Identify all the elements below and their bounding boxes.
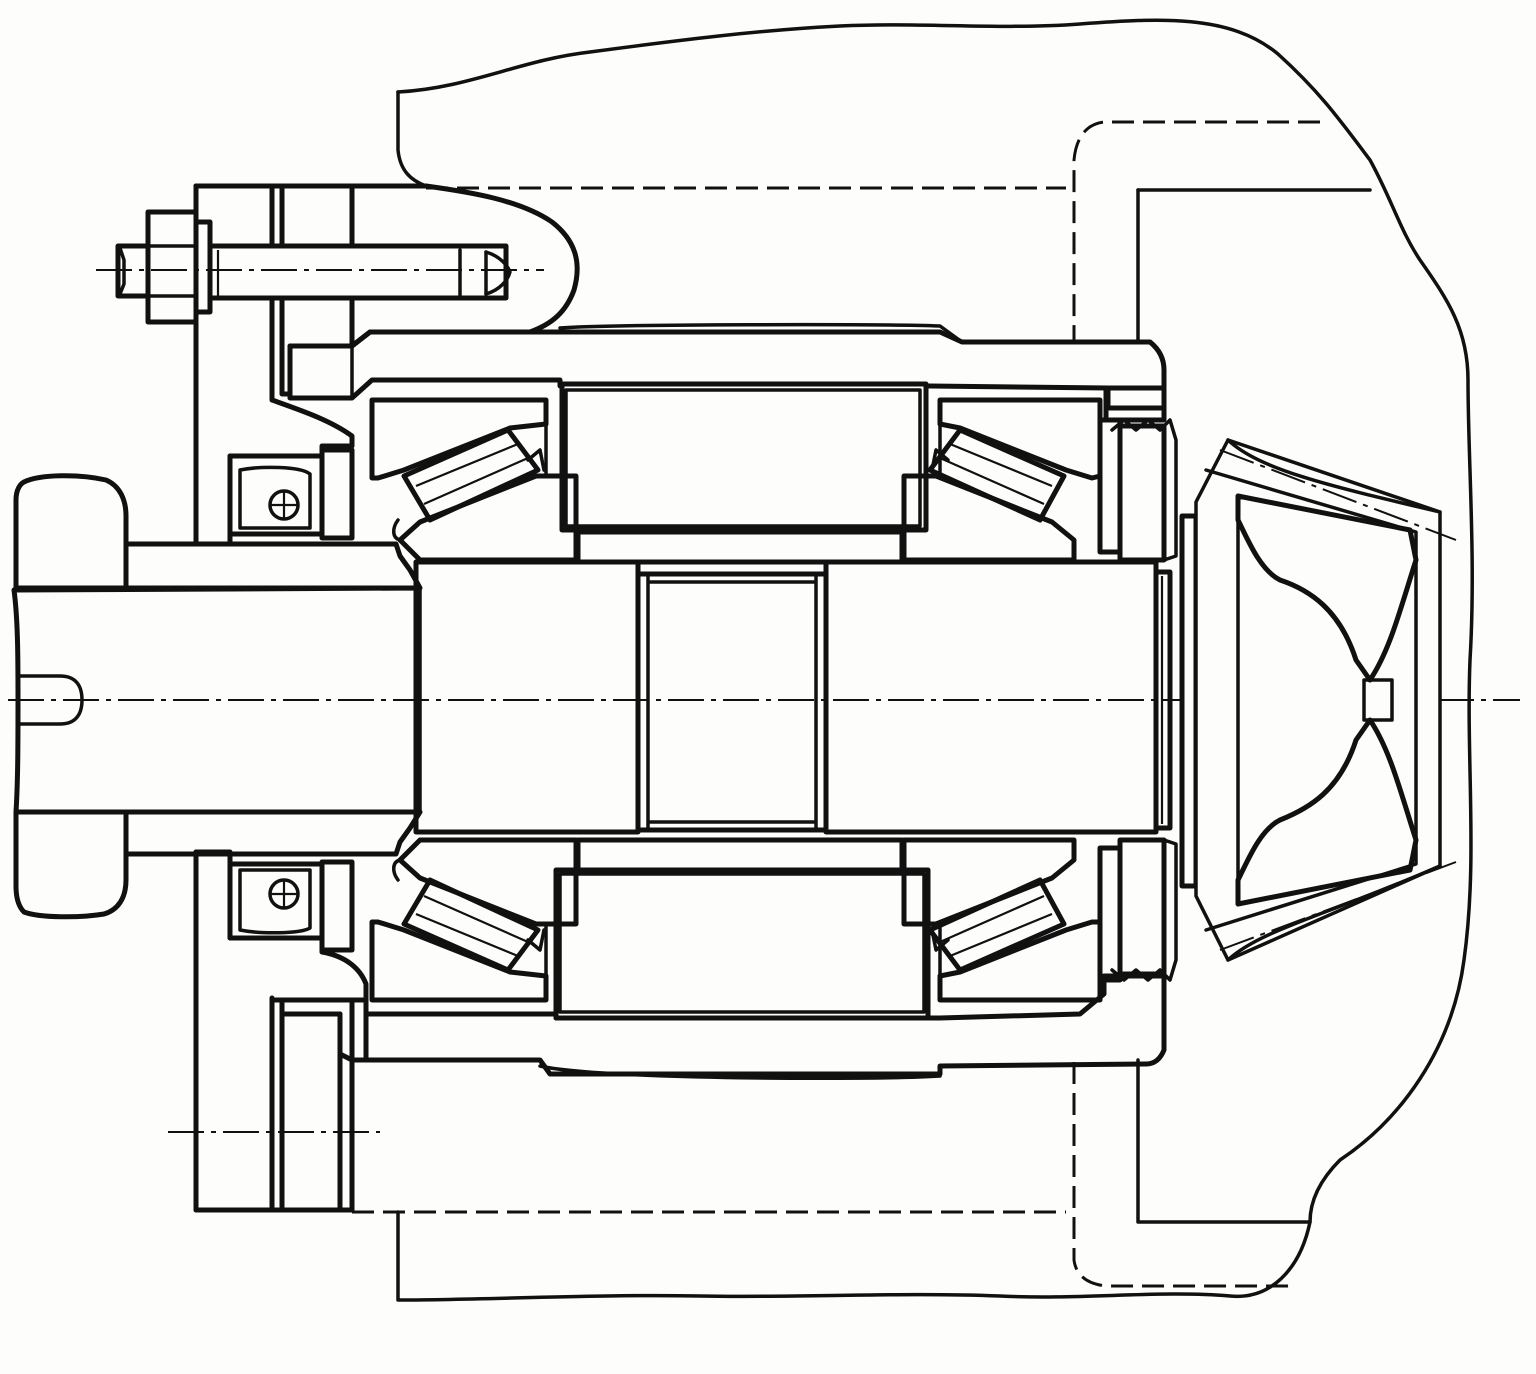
- bolt-and-nut: [96, 209, 544, 325]
- shaft: [8, 559, 1520, 835]
- lower-stud: [168, 1011, 380, 1213]
- bevel-pinion: [1179, 438, 1457, 962]
- housing: [352, 18, 1474, 1302]
- shaft-seal: [227, 447, 355, 953]
- left-taper-bearing: [369, 397, 579, 1003]
- right-lock-nut: [1097, 417, 1178, 983]
- spacer-ring: [553, 381, 931, 1021]
- coupling-hub: [13, 473, 129, 920]
- outline-details: [193, 183, 950, 1213]
- housing-lug: [349, 183, 580, 349]
